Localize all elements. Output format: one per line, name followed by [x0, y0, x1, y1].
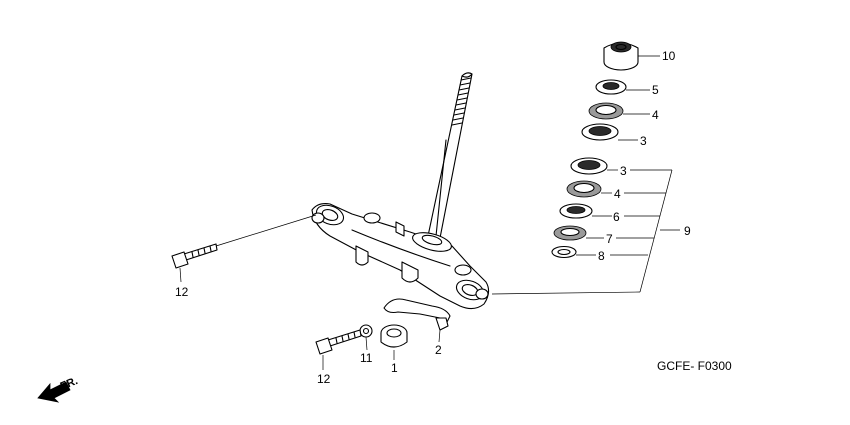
callout-8: 8 — [598, 249, 605, 263]
leader-lines — [179, 55, 680, 370]
washer — [359, 324, 373, 338]
callout-10: 10 — [662, 49, 676, 63]
bottom-bridge — [311, 203, 490, 310]
bottom-cone-race — [559, 203, 593, 219]
front-label: FR. — [59, 375, 80, 393]
callout-5: 5 — [652, 83, 659, 97]
callout-1: 1 — [391, 361, 398, 375]
front-direction-arrow: FR. — [37, 375, 80, 403]
steering-stem-nut — [603, 41, 639, 71]
diagram-code: GCFE- F0300 — [657, 359, 732, 373]
dust-seal — [553, 225, 587, 241]
callout-7: 7 — [606, 232, 613, 246]
upper-ball-race — [581, 123, 619, 141]
callout-2: 2 — [435, 343, 442, 357]
callout-12-upper: 12 — [175, 285, 189, 299]
callout-12-lower: 12 — [317, 372, 331, 386]
callout-6: 6 — [613, 210, 620, 224]
dust-seal-washer — [551, 245, 577, 259]
stem-seal — [380, 324, 408, 348]
stem-thread — [451, 77, 472, 126]
callout-9: 9 — [684, 224, 691, 238]
lower-ball-bearing — [566, 180, 602, 198]
callout-3b: 3 — [620, 164, 627, 178]
bolt-lower — [315, 329, 362, 355]
callout-4a: 4 — [652, 108, 659, 122]
lower-ball-race — [570, 157, 608, 175]
callout-3a: 3 — [640, 134, 647, 148]
brake-hose-guide — [383, 298, 451, 331]
callout-11: 11 — [360, 351, 373, 365]
upper-ball-bearing — [588, 102, 624, 120]
bolt-upper — [171, 243, 218, 269]
upper-cone-race — [595, 79, 627, 95]
steering-stem — [427, 72, 473, 239]
callout-4b: 4 — [614, 187, 621, 201]
